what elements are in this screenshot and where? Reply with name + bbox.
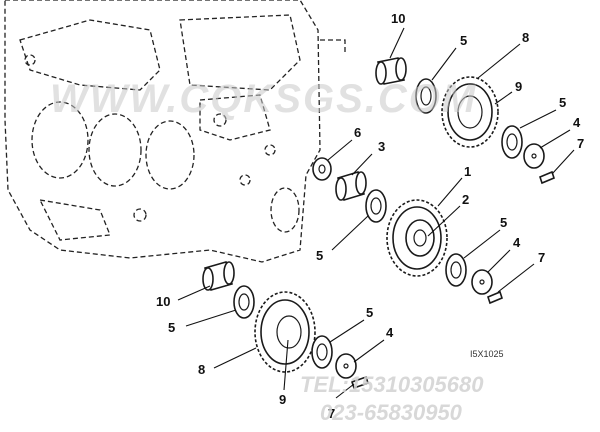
plate-4-lower xyxy=(335,353,357,379)
capscrew-7-lower xyxy=(350,375,370,390)
callout-7-lower: 7 xyxy=(328,406,335,421)
callout-5-upper: 5 xyxy=(460,33,467,48)
capscrew-7-upper xyxy=(539,170,555,185)
callout-4-upper: 4 xyxy=(573,115,581,130)
phone-line-1: TEL:15310305680 xyxy=(300,372,484,397)
callout-4-middle: 4 xyxy=(513,235,521,250)
callout-10-lower: 10 xyxy=(156,294,170,309)
callout-5-middle: 5 xyxy=(316,248,323,263)
callout-7-middle: 7 xyxy=(538,250,545,265)
bushing-10-lower xyxy=(202,261,235,291)
thrust-washer-5-lower-outer xyxy=(311,335,333,369)
callout-8-upper: 8 xyxy=(522,30,529,45)
idler-gear-8-upper xyxy=(441,76,499,148)
watermark-text: WWW.CQKSGS.COM xyxy=(50,77,477,121)
thrust-washer-5-middle-outer xyxy=(445,253,467,287)
thrust-washer-5-upper xyxy=(415,78,437,114)
thrust-washer-5-middle xyxy=(365,189,387,223)
plate-4-middle xyxy=(471,269,493,295)
leader-lines xyxy=(177,27,575,399)
figure-reference: I5X1025 xyxy=(470,349,504,359)
capscrew-7-middle xyxy=(487,290,503,305)
idler-gear-8-lower xyxy=(254,291,316,373)
callout-5-lower-outer: 5 xyxy=(366,305,373,320)
callout-8-lower: 8 xyxy=(198,362,205,377)
callout-5-lower: 5 xyxy=(168,320,175,335)
callout-4-lower: 4 xyxy=(386,325,394,340)
hub-2 xyxy=(405,219,435,257)
callout-7-upper: 7 xyxy=(577,136,584,151)
plate-4-upper xyxy=(523,143,545,169)
callout-5-upper-outer: 5 xyxy=(559,95,566,110)
callout-2: 2 xyxy=(462,192,469,207)
callout-labels: 10 5 8 9 5 4 7 6 3 1 2 5 4 5 7 10 5 5 4 … xyxy=(156,11,584,421)
thrust-washer-5-upper-outer xyxy=(501,125,523,159)
phone-line-2: 023-65830950 xyxy=(320,400,463,425)
callout-9-upper: 9 xyxy=(515,79,522,94)
bushing-10-upper xyxy=(375,57,407,85)
plug-6 xyxy=(312,157,332,181)
bushing-3 xyxy=(335,170,367,202)
callout-5-middle-outer: 5 xyxy=(500,215,507,230)
callout-6: 6 xyxy=(354,125,361,140)
thrust-washer-5-lower xyxy=(233,285,255,319)
callout-9-lower: 9 xyxy=(279,392,286,407)
callout-1: 1 xyxy=(464,164,471,179)
callout-10-upper: 10 xyxy=(391,11,405,26)
engine-block xyxy=(4,0,346,263)
callout-3: 3 xyxy=(378,139,385,154)
